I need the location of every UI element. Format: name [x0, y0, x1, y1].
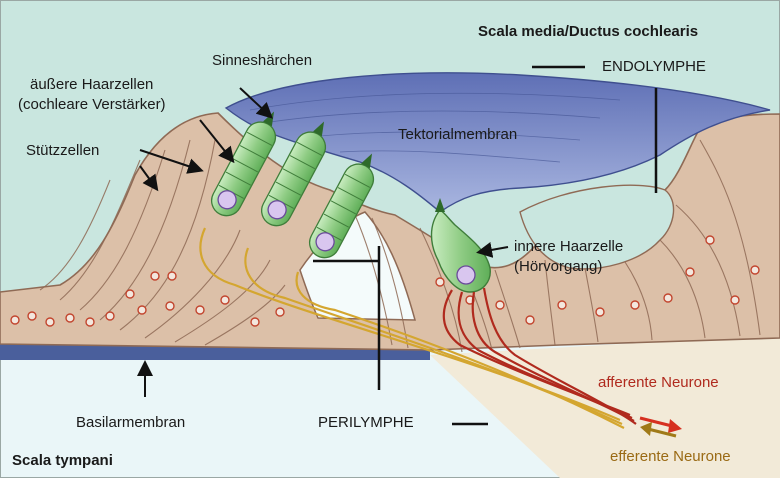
label-perilymphe: PERILYMPHE — [318, 414, 414, 432]
label-afferente-neurone: afferente Neurone — [598, 374, 719, 392]
label-basilarmembran: Basilarmembran — [76, 414, 185, 432]
label-aeussere-haarzellen: äußere Haarzellen — [30, 76, 153, 94]
label-sinneshaerchen: Sinneshärchen — [212, 52, 312, 70]
label-hoervorgang: (Hörvorgang) — [514, 258, 602, 276]
label-tektorialmembran: Tektorialmembran — [398, 126, 517, 144]
label-innere-haarzelle: innere Haarzelle — [514, 238, 623, 256]
label-cochleare-verstaerker: (cochleare Verstärker) — [18, 96, 166, 114]
label-endolymphe: ENDOLYMPHE — [602, 58, 706, 76]
label-efferente-neurone: efferente Neurone — [610, 448, 731, 466]
label-scala-tympani: Scala tympani — [12, 452, 113, 470]
label-stuetzzellen: Stützzellen — [26, 142, 99, 160]
label-scala-media: Scala media/Ductus cochlearis — [478, 23, 698, 41]
